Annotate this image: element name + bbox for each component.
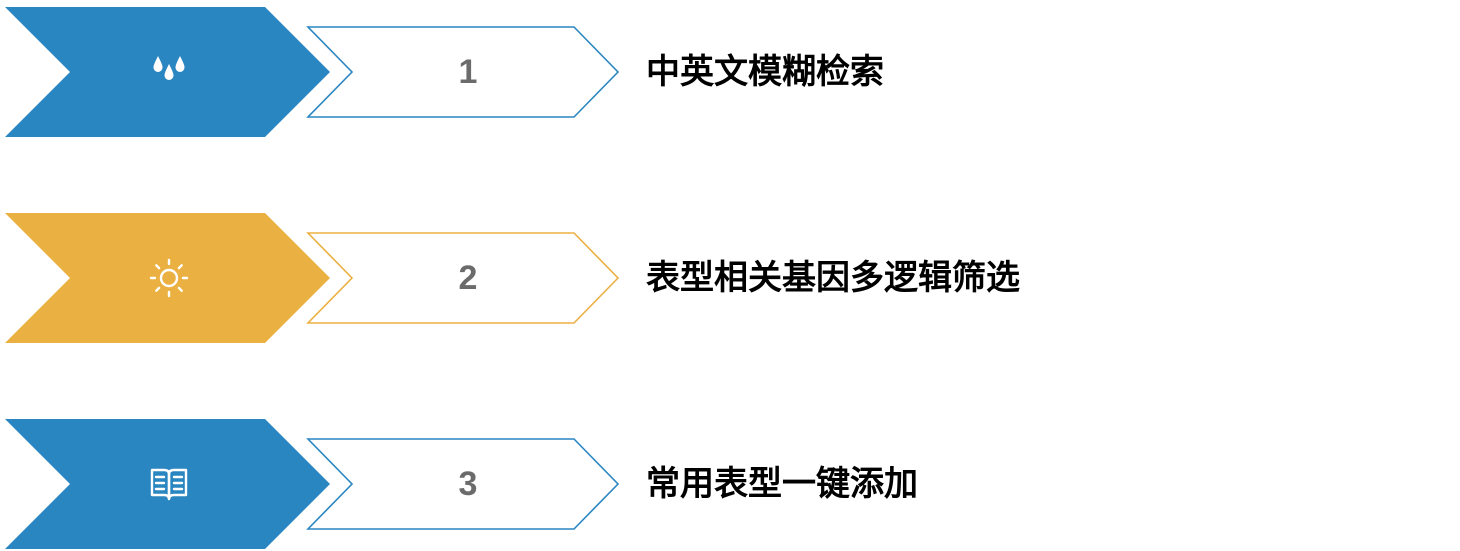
step-2-arrows [5,213,620,343]
step-2: 2 表型相关基因多逻辑筛选 [0,212,1460,344]
step-3-outline-chevron [306,438,620,530]
step-1-outline-chevron [306,26,620,118]
open-book-icon [150,468,188,501]
water-drops-icon [153,56,185,80]
step-3-arrows [5,419,620,549]
step-3-filled-chevron [5,419,330,549]
step-3-number: 3 [458,465,478,503]
step-1-number: 1 [458,53,478,91]
step-2-filled-chevron [5,213,330,343]
step-1-label: 中英文模糊检索 [646,52,884,92]
sun-icon [149,258,189,298]
step-1-arrows [5,7,620,137]
step-2-outline-chevron [306,232,620,324]
step-3-label: 常用表型一键添加 [646,464,918,504]
step-2-label: 表型相关基因多逻辑筛选 [646,258,1020,298]
step-1: 1 中英文模糊检索 [0,6,1460,138]
step-2-number: 2 [458,259,478,297]
step-3: 3 常用表型一键添加 [0,418,1460,550]
